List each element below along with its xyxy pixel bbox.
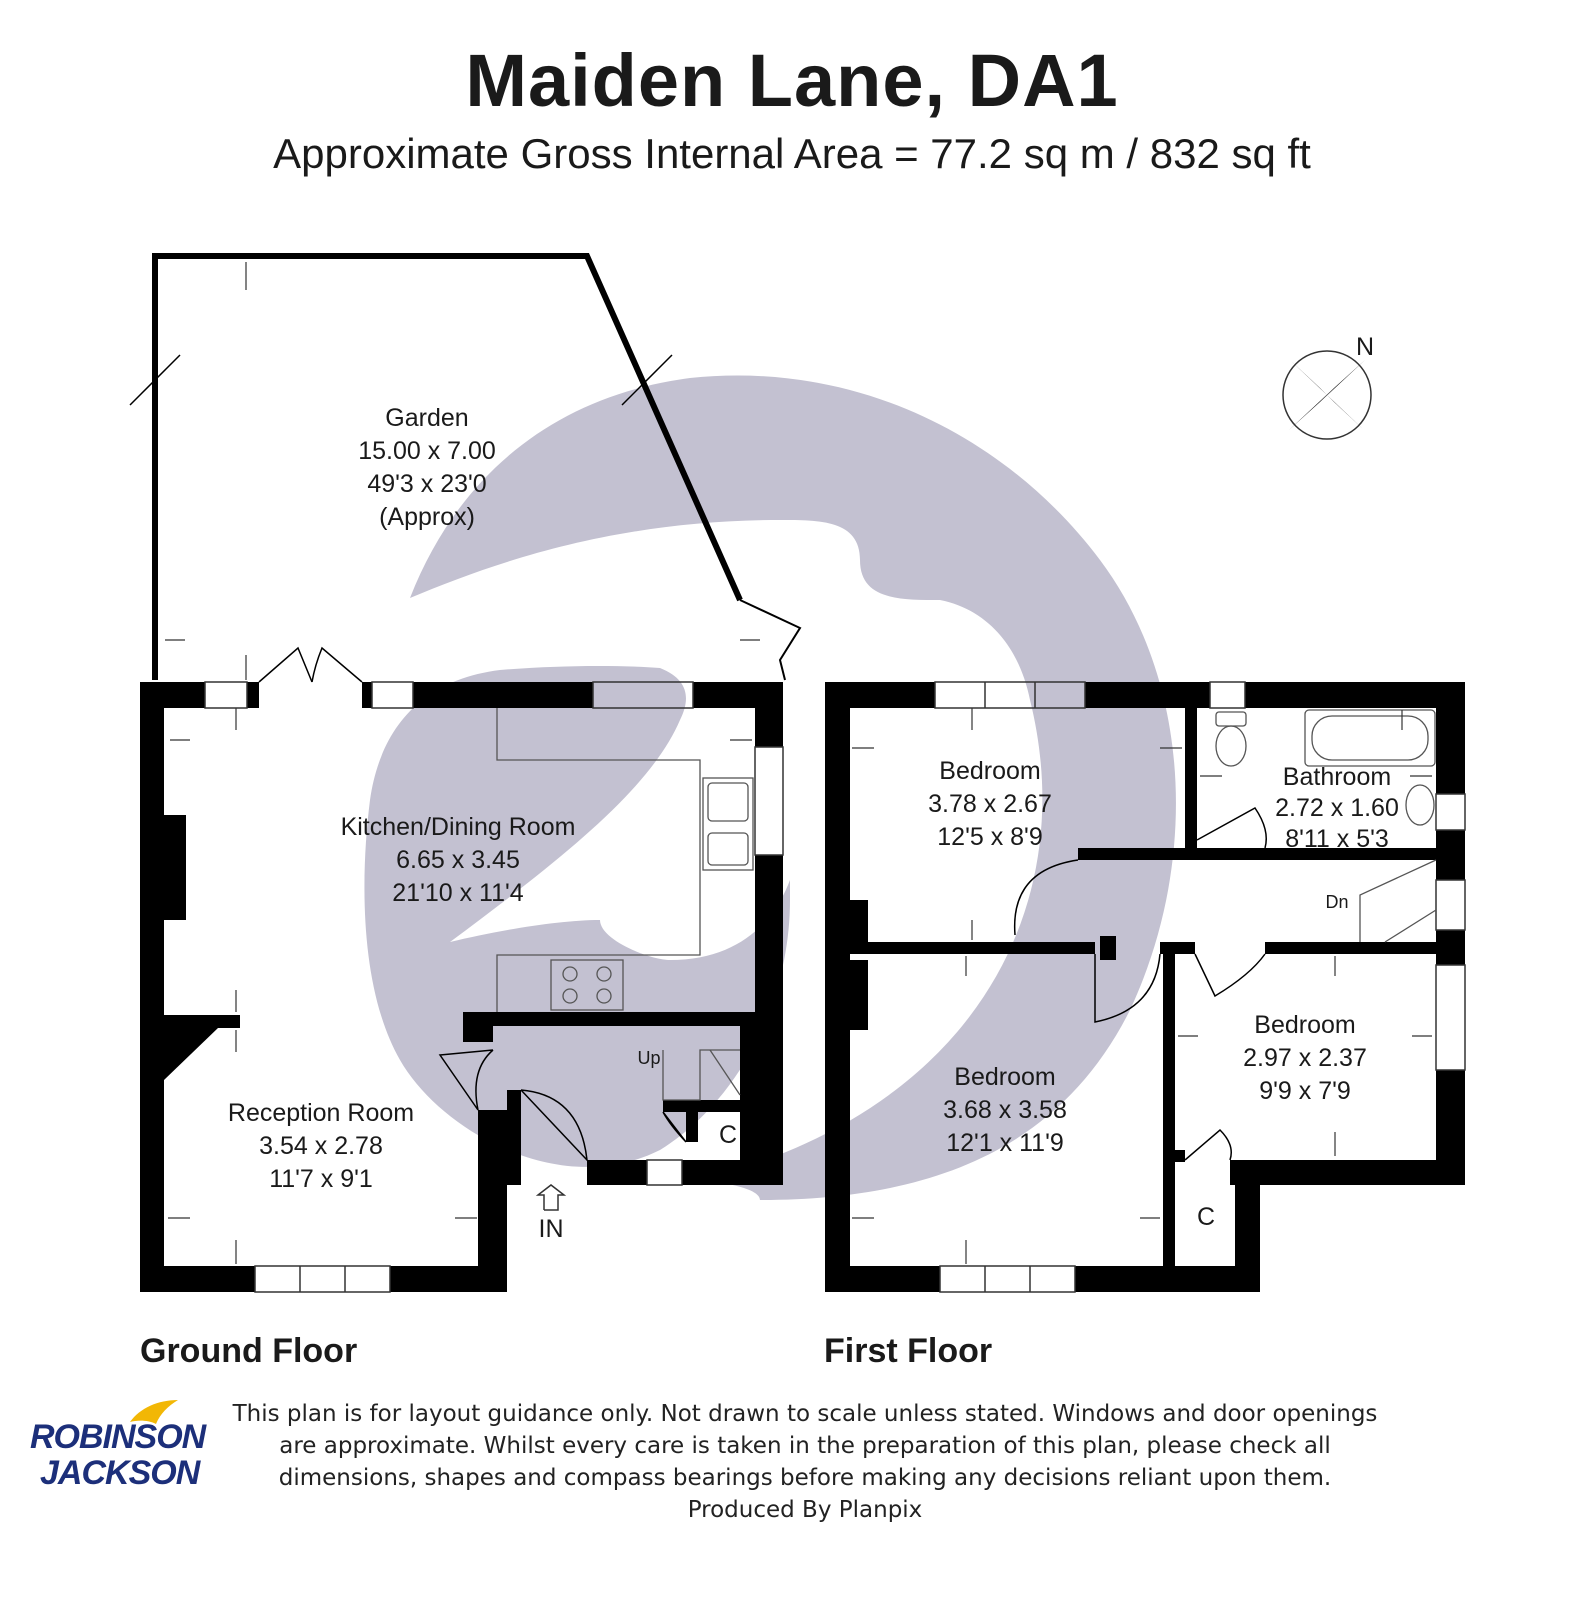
bedroom2-label: Bedroom 3.68 x 3.58 12'1 x 11'9 bbox=[943, 1063, 1067, 1157]
entrance-label: IN bbox=[539, 1215, 564, 1243]
disclaimer-line2: are approximate. Whilst every care is ta… bbox=[279, 1433, 1331, 1459]
agency-logo: ROBINSON JACKSON bbox=[28, 1400, 206, 1500]
garden-name: Garden bbox=[385, 404, 468, 432]
bedroom1-name: Bedroom bbox=[939, 757, 1040, 785]
bathroom-metric: 2.72 x 1.60 bbox=[1275, 794, 1399, 822]
ground-floor-label: Ground Floor bbox=[140, 1332, 358, 1370]
bedroom3-name: Bedroom bbox=[1254, 1011, 1355, 1039]
north-label: N bbox=[1356, 333, 1374, 361]
garden-boundary bbox=[129, 253, 802, 681]
first-floor-walls bbox=[825, 682, 1465, 1292]
reception-label: Reception Room 3.54 x 2.78 11'7 x 9'1 bbox=[228, 1099, 414, 1193]
page-title: Maiden Lane, DA1 bbox=[465, 39, 1119, 122]
disclaimer: This plan is for layout guidance only. N… bbox=[205, 1398, 1405, 1526]
ground-floor-walls bbox=[140, 682, 783, 1292]
garden-label: Garden 15.00 x 7.00 49'3 x 23'0 (Approx) bbox=[358, 404, 496, 531]
kitchen-units bbox=[496, 708, 754, 1101]
bedroom2-name: Bedroom bbox=[954, 1063, 1055, 1091]
bathroom-imperial: 8'11 x 5'3 bbox=[1285, 825, 1389, 853]
bathroom-label: Bathroom 2.72 x 1.60 8'11 x 5'3 bbox=[1275, 763, 1399, 853]
bedroom3-label: Bedroom 2.97 x 2.37 9'9 x 7'9 bbox=[1243, 1011, 1367, 1105]
disclaimer-line3: dimensions, shapes and compass bearings … bbox=[278, 1465, 1332, 1491]
reception-metric: 3.54 x 2.78 bbox=[259, 1132, 383, 1160]
garden-note: (Approx) bbox=[379, 503, 475, 531]
logo-line2: JACKSON bbox=[40, 1454, 200, 1492]
compass-icon bbox=[1282, 350, 1372, 440]
swallow-icon bbox=[130, 1400, 178, 1424]
reception-name: Reception Room bbox=[228, 1099, 414, 1127]
logo-line1: ROBINSON bbox=[30, 1418, 206, 1456]
windows bbox=[204, 681, 1466, 1293]
kitchen-imperial: 21'10 x 11'4 bbox=[392, 879, 524, 907]
bedroom3-imperial: 9'9 x 7'9 bbox=[1259, 1077, 1351, 1105]
first-floor-label: First Floor bbox=[824, 1332, 993, 1370]
stairs-up-label: Up bbox=[637, 1048, 660, 1068]
bedroom1-metric: 3.78 x 2.67 bbox=[928, 790, 1052, 818]
kitchen-name: Kitchen/Dining Room bbox=[341, 813, 576, 841]
entrance-arrow-icon bbox=[535, 1184, 567, 1211]
reception-imperial: 11'7 x 9'1 bbox=[269, 1165, 373, 1193]
kitchen-label: Kitchen/Dining Room 6.65 x 3.45 21'10 x … bbox=[341, 813, 576, 907]
garden-imperial: 49'3 x 23'0 bbox=[367, 470, 486, 498]
disclaimer-line4: Produced By Planpix bbox=[687, 1497, 923, 1523]
stairs-down-label: Dn bbox=[1325, 892, 1348, 912]
bathroom-name: Bathroom bbox=[1283, 763, 1391, 791]
garden-metric: 15.00 x 7.00 bbox=[358, 437, 496, 465]
kitchen-metric: 6.65 x 3.45 bbox=[396, 846, 520, 874]
bedroom2-metric: 3.68 x 3.58 bbox=[943, 1096, 1067, 1124]
area-subtitle: Approximate Gross Internal Area = 77.2 s… bbox=[273, 130, 1311, 177]
bedroom1-label: Bedroom 3.78 x 2.67 12'5 x 8'9 bbox=[928, 757, 1052, 851]
doors bbox=[258, 646, 1267, 1163]
dimension-markers bbox=[165, 262, 1432, 1264]
bedroom2-imperial: 12'1 x 11'9 bbox=[946, 1129, 1064, 1157]
disclaimer-line1: This plan is for layout guidance only. N… bbox=[232, 1401, 1378, 1427]
bedroom3-metric: 2.97 x 2.37 bbox=[1243, 1044, 1367, 1072]
cupboard-first-label: C bbox=[1197, 1203, 1215, 1231]
bedroom1-imperial: 12'5 x 8'9 bbox=[937, 823, 1042, 851]
bathroom-fittings bbox=[1215, 709, 1437, 943]
cupboard-ground-label: C bbox=[719, 1121, 737, 1149]
